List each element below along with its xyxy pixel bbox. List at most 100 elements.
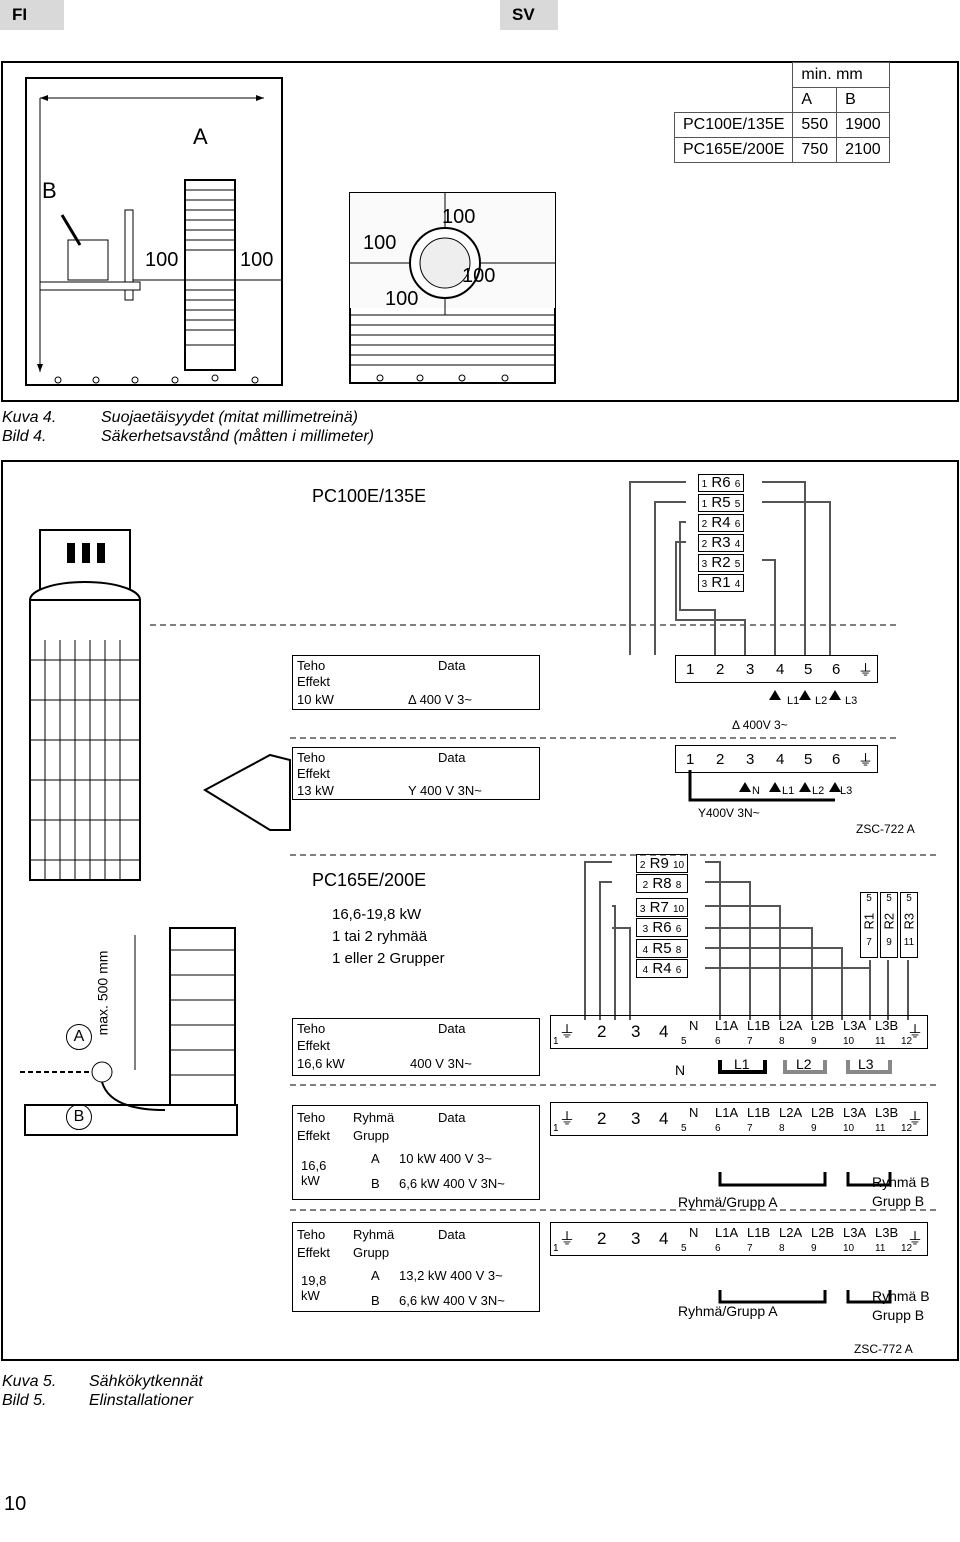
group-b-label-fi: Ryhmä B xyxy=(872,1288,930,1304)
terminal-number: 12 xyxy=(901,1243,913,1254)
power-value: 13 kW xyxy=(297,783,334,798)
line-label: N xyxy=(752,785,760,797)
dim-100-right2: 100 xyxy=(462,265,496,287)
power-range: 16,6-19,8 kW xyxy=(332,906,422,923)
max-distance-label: max. 500 mm xyxy=(94,950,111,1036)
group-a-spec: 10 kW 400 V 3~ xyxy=(399,1151,492,1166)
terminal: L2B xyxy=(811,1018,835,1033)
r-left: 3 xyxy=(639,904,646,915)
group-b: B xyxy=(371,1293,380,1308)
line-label: L1 xyxy=(734,1056,750,1072)
data-label: Data xyxy=(438,1021,466,1036)
terminal: L3B xyxy=(875,1018,899,1033)
r-row: 2 R3 4 xyxy=(698,534,744,552)
terminal-number: 6 xyxy=(715,1123,721,1134)
ground-icon: ⏚ xyxy=(907,1024,924,1041)
terminal-number: 9 xyxy=(811,1036,817,1047)
ground-icon: ⏚ xyxy=(907,1231,924,1248)
r-name: R2 xyxy=(881,912,897,930)
r-name: R7 xyxy=(649,899,669,916)
r-name: R3 xyxy=(901,912,917,930)
r-row: 2 R9 10 xyxy=(636,854,688,873)
resistor-table-lower: 2 R9 10 2 R8 8 3 R7 10 3 R6 6 4 R5 8 4 R… xyxy=(610,854,710,979)
figure-4-frame xyxy=(1,61,959,402)
terminal: N xyxy=(689,1105,699,1120)
lang-tab-sv: SV xyxy=(500,0,558,30)
terminal: 2 xyxy=(597,1022,607,1041)
terminal: L2B xyxy=(811,1105,835,1120)
teho-label: Teho xyxy=(297,658,326,673)
r-left: 4 xyxy=(642,945,649,956)
terminal: 2 xyxy=(597,1109,607,1128)
line-label: L3 xyxy=(845,695,858,707)
line-label: L2 xyxy=(815,695,828,707)
r-top: 5 xyxy=(906,893,912,904)
fig4-label-fi: Kuva 4. xyxy=(2,409,57,426)
r-bot: 9 xyxy=(886,937,892,948)
r-left: 1 xyxy=(701,499,708,510)
terminal-number: 8 xyxy=(779,1243,785,1254)
r-name: R5 xyxy=(711,494,731,511)
r-right: 10 xyxy=(672,904,685,915)
group-a-label: Ryhmä/Grupp A xyxy=(678,1303,778,1319)
r-name: R1 xyxy=(861,912,877,930)
terminal-number: 7 xyxy=(747,1243,753,1254)
delta-label: Δ 400V 3~ xyxy=(732,718,788,732)
dim-a: A xyxy=(193,124,208,149)
power-value: 16,6 kW xyxy=(297,1056,345,1071)
fig4-caption-fi: Suojaetäisyydet (mitat millimetreinä) xyxy=(101,409,358,426)
r-right: 10 xyxy=(672,860,685,871)
r-vertical: 5 R3 11 xyxy=(900,892,918,958)
side-label-a: A xyxy=(66,1024,92,1050)
r-name: R9 xyxy=(649,855,669,872)
fig5-caption-sv: Elinstallationer xyxy=(89,1392,194,1409)
effekt-label: Effekt xyxy=(297,766,331,781)
line-label: L3 xyxy=(840,785,853,797)
terminal-number: 1 xyxy=(553,1243,559,1254)
ground-icon: ⏚ xyxy=(858,662,874,679)
distance-table: min. mm A B PC100E/135E 550 1900 PC165E/… xyxy=(673,62,890,163)
ground-icon: ⏚ xyxy=(559,1111,576,1128)
r-left: 1 xyxy=(701,479,708,490)
diagram-code-1: ZSC-722 A xyxy=(856,822,915,836)
fig5-caption-fi: Sähkökytkennät xyxy=(89,1373,203,1390)
r-row: 4 R4 6 xyxy=(636,959,688,978)
group-a-label: Ryhmä/Grupp A xyxy=(678,1194,778,1210)
value-cell: 550 xyxy=(792,112,838,138)
r-name: R2 xyxy=(711,554,731,571)
spec-block-13kw: Teho Data Effekt 13 kW Y 400 V 3N~ xyxy=(292,747,540,800)
r-right: 6 xyxy=(734,479,741,490)
model-cell: PC100E/135E xyxy=(673,112,794,138)
terminal-block-1: 1 2 3 4 5 6 ⏚ xyxy=(675,655,878,683)
grupp-label: Grupp xyxy=(353,1245,390,1260)
resistor-table-upper: 1 R6 6 1 R5 5 2 R4 6 2 R3 4 3 R2 5 3 R1 … xyxy=(680,474,770,594)
value-cell: 2100 xyxy=(836,137,890,163)
r-left: 2 xyxy=(701,539,708,550)
terminal: 6 xyxy=(832,751,841,768)
value-cell: 750 xyxy=(792,137,838,163)
r-row: 2 R8 8 xyxy=(636,874,688,893)
terminal: 2 xyxy=(597,1229,607,1248)
terminal-number: 5 xyxy=(681,1036,687,1047)
figure-5-frame xyxy=(1,460,959,1361)
terminal: N xyxy=(689,1018,699,1033)
group-a: A xyxy=(371,1268,380,1283)
terminal: L3B xyxy=(875,1105,899,1120)
fig4-label-sv: Bild 4. xyxy=(2,428,47,445)
spec-value: Y 400 V 3N~ xyxy=(408,783,482,798)
grupp-label: Grupp xyxy=(353,1128,390,1143)
r-top: 5 xyxy=(886,893,892,904)
line-label: L1 xyxy=(787,695,800,707)
terminal-block-5: ⏚ 2 3 4 N L1A L1B L2A L2B L3A L3B ⏚ 1 5 … xyxy=(550,1222,928,1256)
terminal-number: 8 xyxy=(779,1036,785,1047)
terminal: N xyxy=(689,1225,699,1240)
spec-block-group-19-8: Teho Effekt Ryhmä Grupp Data 19,8 kW A 1… xyxy=(292,1222,540,1312)
terminal: L1A xyxy=(715,1225,739,1240)
r-name: R4 xyxy=(711,514,731,531)
terminal: 5 xyxy=(804,751,813,768)
terminal-number: 11 xyxy=(875,1243,886,1254)
dim-100-bottom: 100 xyxy=(385,288,419,310)
star-label: Y400V 3N~ xyxy=(698,806,760,820)
r-row: 3 R6 6 xyxy=(636,918,688,937)
terminal: L2A xyxy=(779,1018,803,1033)
